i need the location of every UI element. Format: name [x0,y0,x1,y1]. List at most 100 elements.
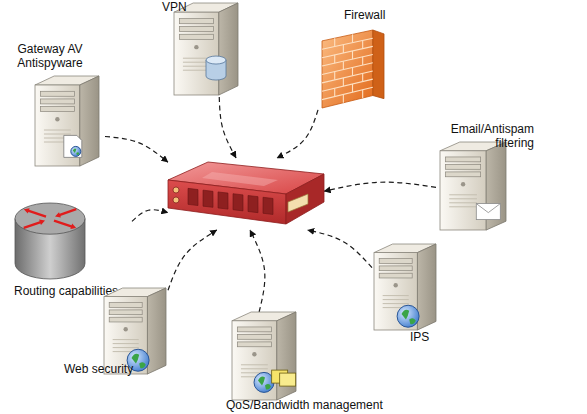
wall-side [373,30,384,99]
globe-land [402,310,410,320]
mortar-joint [362,57,363,65]
device-icon [168,158,324,230]
router-arrow-head [70,224,76,229]
appliance-slot [218,192,228,209]
globe-land [265,384,271,389]
power-button [461,182,465,186]
vent-line [449,198,477,199]
document-badge [64,135,82,157]
router-arrow [24,222,42,228]
folder-badge [280,373,296,386]
globe-land [409,318,416,324]
globe-symbol [71,146,81,156]
router-top [15,203,85,234]
vent-line [113,343,139,344]
vent-line [449,202,477,203]
appliance-front [168,180,286,224]
node-label: Gateway AV Antispyware [10,42,90,70]
drive-bay [40,91,74,96]
wall-face [322,30,373,108]
server-front [174,12,219,95]
router-arrow [58,209,76,215]
mortar-line [322,87,373,99]
device-icon [104,288,166,374]
server-side [147,288,166,374]
mortar-joint [343,78,344,86]
node-label: Firewall [344,8,404,22]
node-label: Email/Antispam filtering [440,122,534,150]
power-button [394,283,398,287]
dashed-connector [132,210,168,222]
appliance-slot [263,197,273,214]
dashed-connector [105,136,168,162]
drive-bay [446,164,481,169]
router-arrow-head [55,212,61,217]
appliance-slot [188,188,198,205]
mortar-joint [343,45,344,53]
server-front [232,321,277,400]
router-arrow-head [39,220,45,225]
power-button [55,117,59,121]
dashed-connector [219,97,236,158]
vent-line [44,134,71,135]
ips-server: IPS [372,242,442,346]
vent-line [241,364,268,365]
qos-server: QoS/Bandwidth management [226,312,398,414]
drive-bay [446,172,481,177]
node-label: VPN [162,0,202,14]
device-drawing [168,162,324,224]
server-side [219,3,238,95]
globe-land [258,376,265,385]
mortar-joint [362,40,363,48]
device-drawing [232,312,296,400]
device-icon [440,142,506,230]
dashed-connector [168,230,217,290]
vent-line [449,206,477,207]
device-icon [322,30,384,108]
dashed-connector [277,110,318,158]
drive-bay [179,19,213,24]
appliance-port [173,197,179,203]
globe-symbol [254,372,274,392]
device-icon [232,312,296,400]
firewall-wall: Firewall [318,8,403,110]
device-drawing [35,76,99,166]
drive-bay [237,334,271,339]
dashed-connector [324,182,436,191]
drive-bay [109,317,142,322]
mortar-joint [362,90,363,98]
mortar-joint [334,88,335,96]
server-front [35,85,80,166]
device-icon [374,244,436,330]
mortar-joint [352,51,353,59]
drive-bay [237,342,271,347]
drive-bay [379,259,412,264]
mortar-joint [352,67,353,75]
appliance-slot [233,194,243,211]
appliance-slot [203,190,213,207]
appliance-highlight [202,172,278,186]
envelope-flap [476,204,500,213]
device-icon [174,3,238,95]
vent-line [113,347,139,348]
appliance-side [286,174,324,224]
device-drawing [374,244,436,330]
utm-appliance [168,158,324,230]
drive-bay [40,107,74,112]
device-drawing [15,203,85,279]
mortar-joint [334,72,335,80]
envelope-badge [476,204,500,220]
appliance-slot [248,195,258,212]
device-drawing [104,288,166,374]
router-arrow [27,210,46,216]
node-label: IPS [410,330,440,344]
vent-line [383,299,409,300]
server-side [277,312,296,400]
vent-line [241,368,268,369]
mortar-joint [362,73,363,81]
router-arrow [54,221,73,227]
drive-bay [40,99,74,104]
appliance-port [173,187,179,193]
server-side [417,244,436,330]
device-icon [35,76,99,166]
